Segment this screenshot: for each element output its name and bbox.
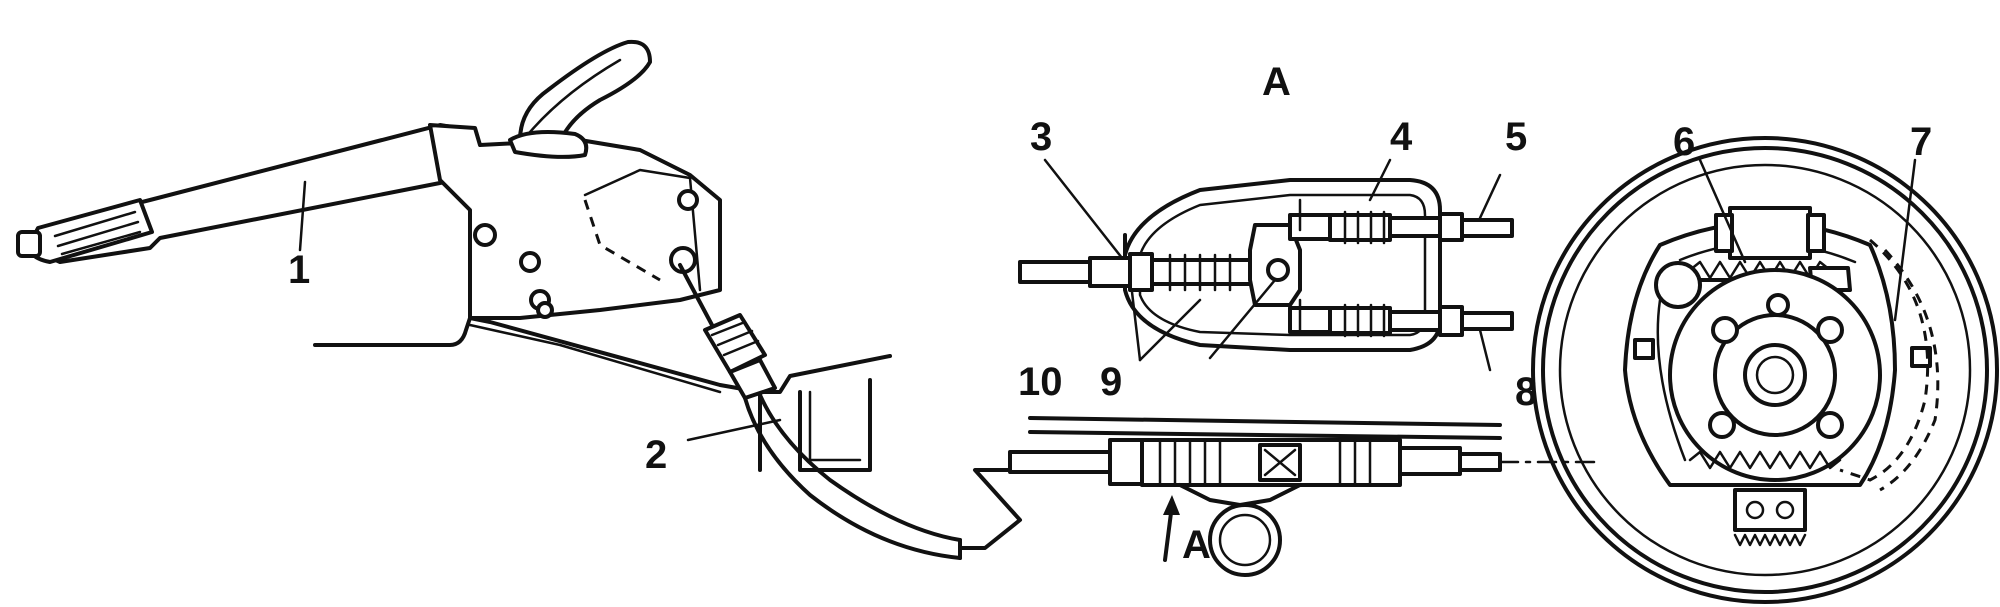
leader-line-5: [1478, 173, 1502, 220]
label-4: 4: [1390, 115, 1413, 159]
leader-line-10: [1138, 298, 1202, 362]
label-1: 1: [288, 248, 310, 292]
label-7: 7: [1910, 120, 1932, 164]
leader-line-4: [1368, 158, 1392, 202]
label-9: 9: [1100, 360, 1122, 404]
leader-line-6: [1698, 158, 1747, 264]
leader-line-7: [1893, 158, 1917, 322]
label-6: 6: [1673, 120, 1695, 164]
leader-line-3: [1043, 158, 1124, 260]
hand-brake-lever-assembly: [16, 39, 1042, 560]
equalizer-side-view: [1008, 416, 1602, 577]
leader-line-1: [298, 180, 307, 252]
label-3: 3: [1030, 115, 1052, 159]
equalizer-top-view: [1018, 178, 1514, 352]
rear-brake-assembly: [1531, 136, 1999, 604]
label-2: 2: [645, 433, 667, 477]
label-10: 10: [1018, 360, 1063, 404]
leader-line-9: [1208, 278, 1277, 360]
leader-line-10b: [1130, 290, 1142, 362]
leader-line-8: [1478, 328, 1492, 372]
label-5: 5: [1505, 115, 1527, 159]
leader-line-2: [686, 418, 782, 442]
view-a-arrow-label: A: [1182, 523, 1211, 567]
view-a-title: A: [1262, 60, 1291, 104]
